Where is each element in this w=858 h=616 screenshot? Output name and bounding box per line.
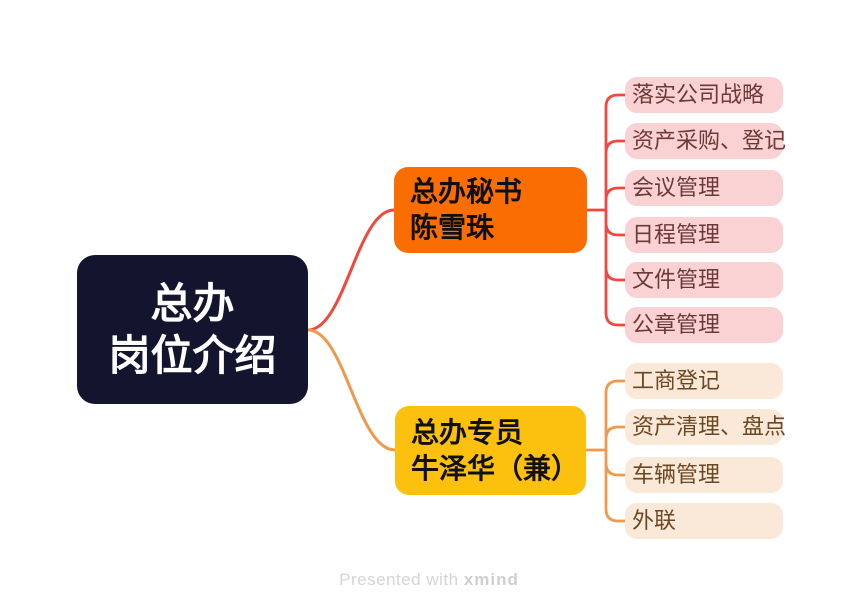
- child-topic[interactable]: 资产采购、登记: [625, 123, 786, 159]
- child-topic[interactable]: 资产清理、盘点: [625, 409, 786, 445]
- branch-topic-secretary[interactable]: 总办秘书 陈雪珠: [394, 167, 587, 253]
- xmind-brand: xmind: [463, 570, 519, 589]
- child-topic[interactable]: 日程管理: [625, 217, 783, 253]
- credit-prefix: Presented with: [339, 570, 464, 589]
- branch-topic-specialist[interactable]: 总办专员 牛泽华（兼）: [395, 406, 586, 495]
- child-topic[interactable]: 会议管理: [625, 170, 783, 206]
- child-topic[interactable]: 外联: [625, 503, 783, 539]
- branch-specialist-name: 牛泽华（兼）: [411, 452, 580, 484]
- root-topic-line2: 岗位介绍: [108, 331, 277, 379]
- connector-root-to-secretary: [306, 208, 396, 332]
- connector-specialist-children: [584, 379, 627, 523]
- child-topic[interactable]: 车辆管理: [625, 457, 783, 493]
- branch-specialist-title: 总办专员: [411, 416, 524, 448]
- root-topic-line1: 总办: [150, 279, 235, 327]
- child-topic[interactable]: 文件管理: [625, 262, 783, 298]
- child-topic[interactable]: 公章管理: [625, 307, 783, 343]
- connector-root-to-specialist: [306, 328, 397, 452]
- branch-secretary-title: 总办秘书: [410, 176, 523, 207]
- credit-watermark: Presented with xmind: [0, 570, 858, 590]
- child-topic[interactable]: 工商登记: [625, 363, 783, 399]
- connector-secretary-children: [585, 93, 627, 327]
- root-topic[interactable]: 总办 岗位介绍: [77, 255, 308, 404]
- child-topic[interactable]: 落实公司战略: [625, 77, 783, 113]
- branch-secretary-name: 陈雪珠: [410, 212, 495, 243]
